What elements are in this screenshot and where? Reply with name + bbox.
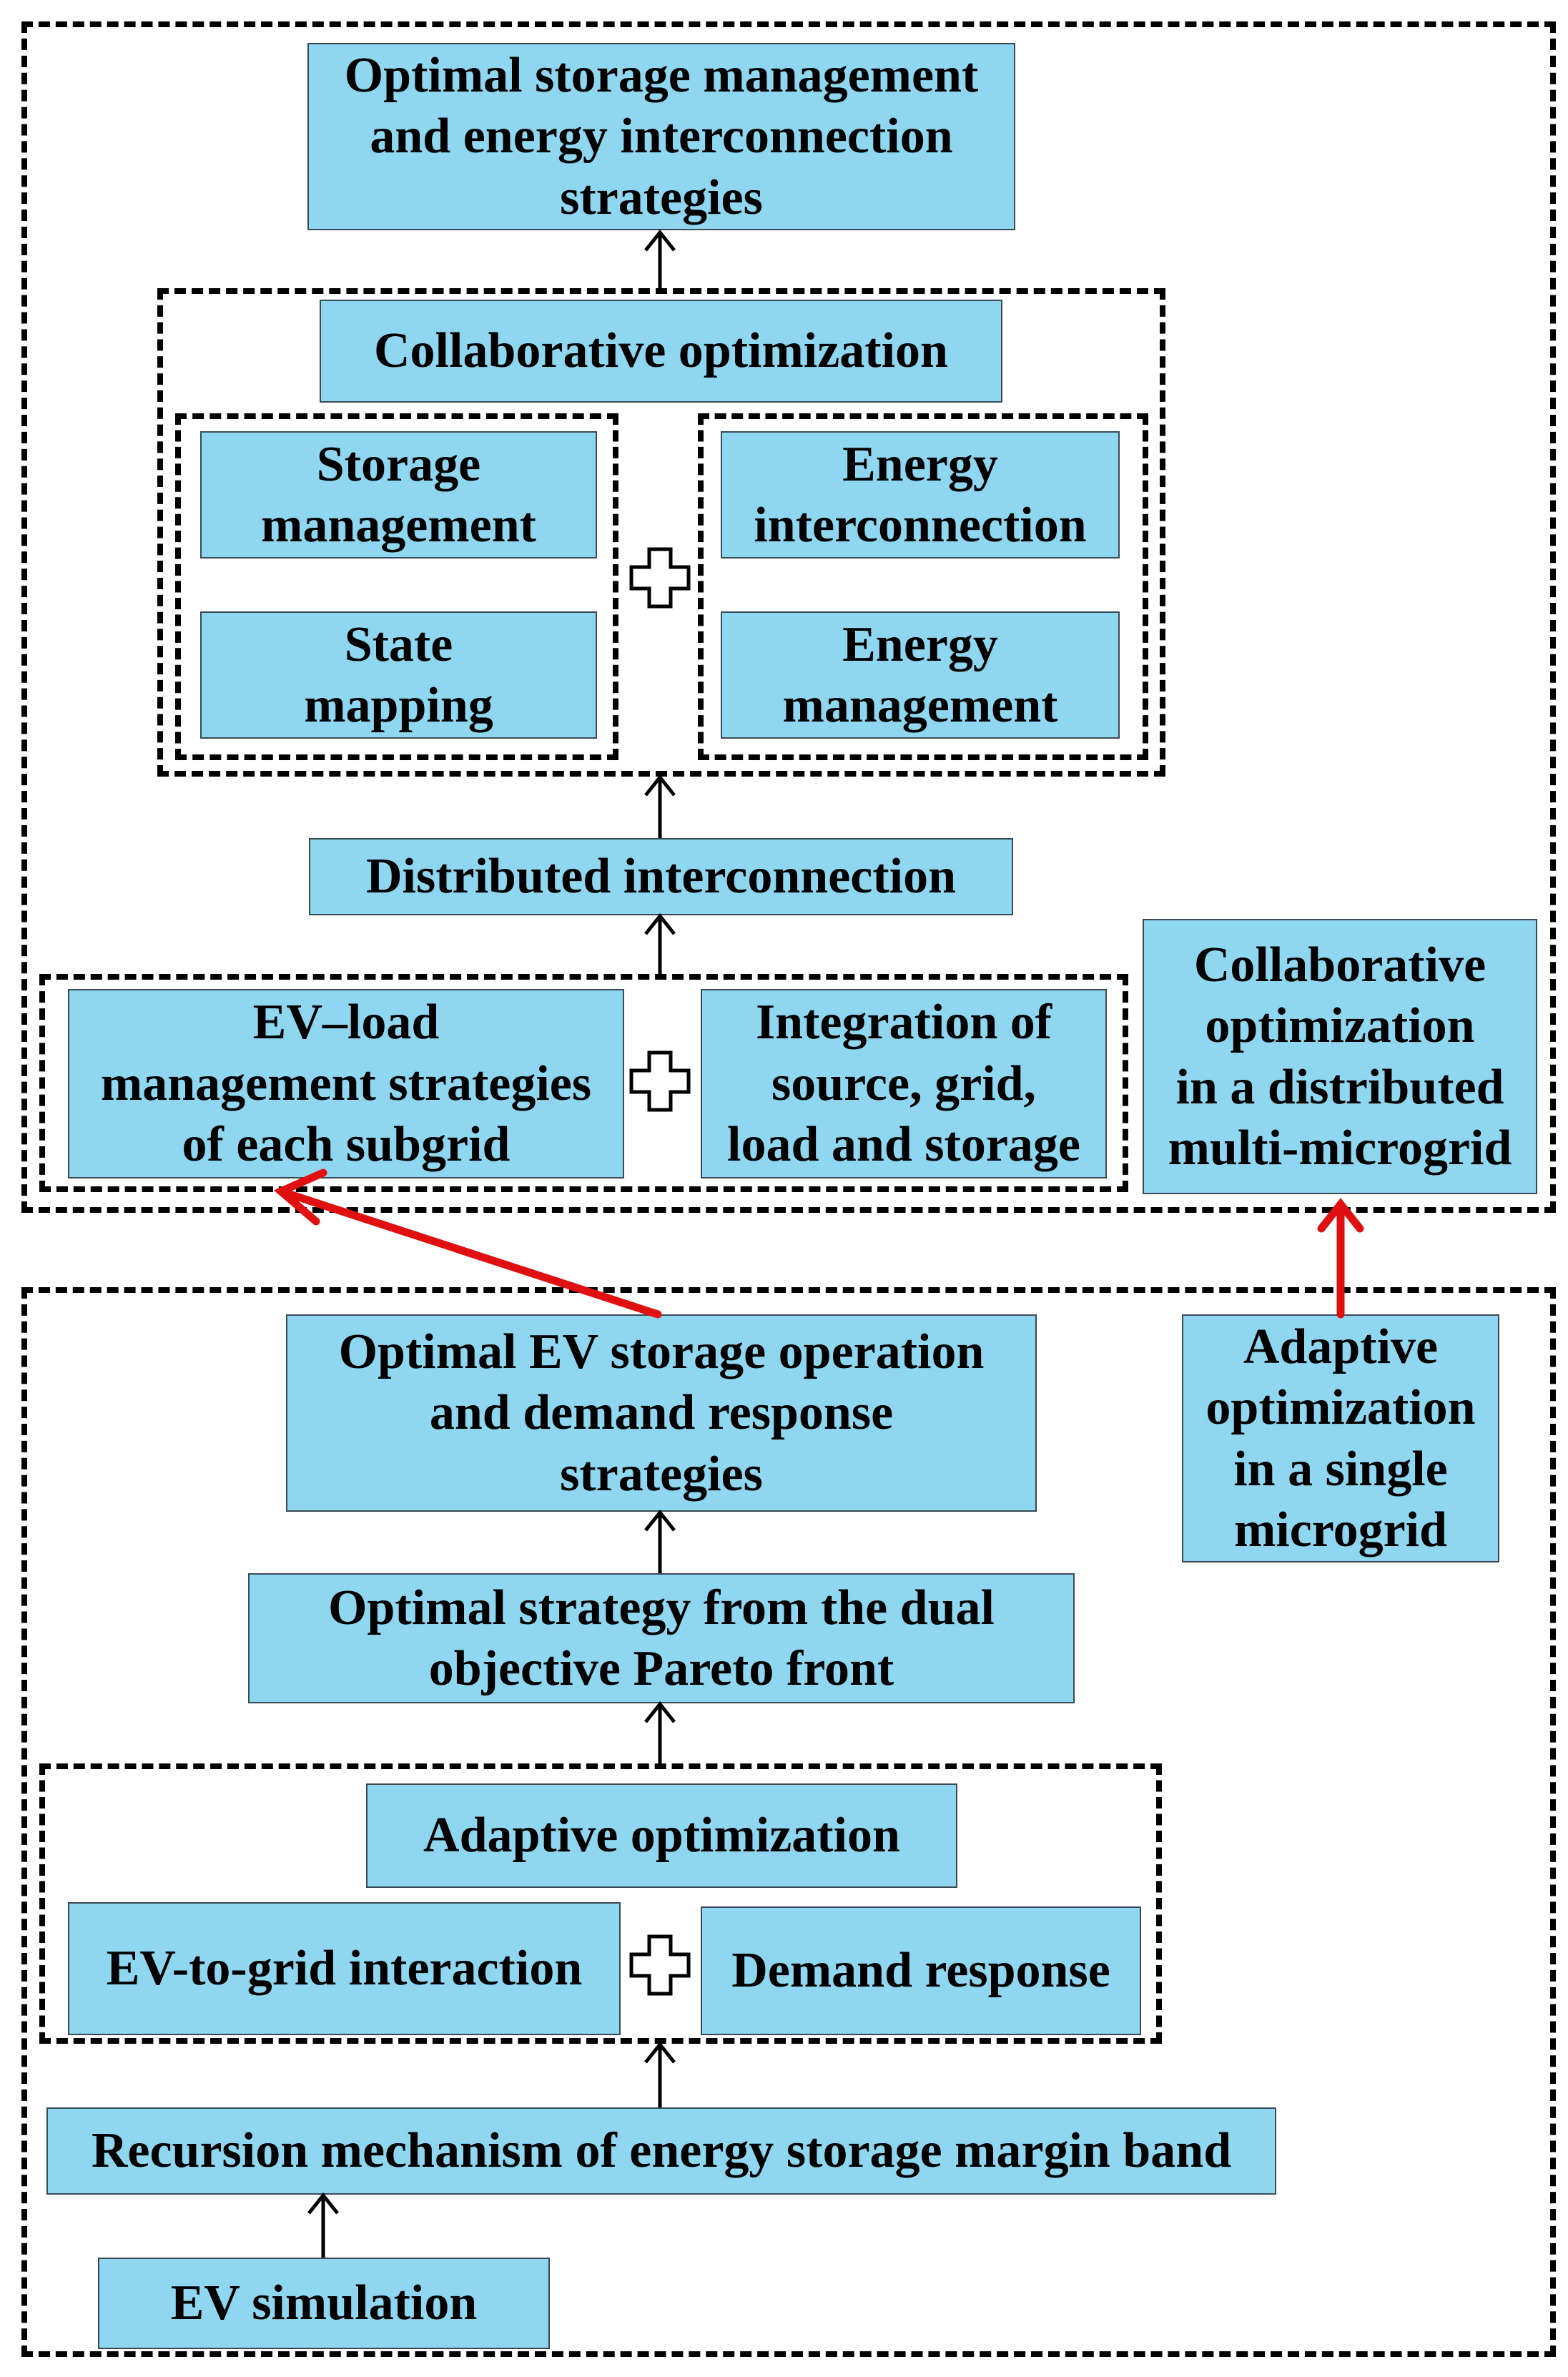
ev-integration-group-frame: [39, 974, 1128, 1192]
ev-to-grid-interaction-box: EV-to-grid interaction: [68, 1902, 621, 2035]
recursion-mechanism-box: Recursion mechanism of energy storage ma…: [46, 2107, 1276, 2195]
energy-management-box: Energy management: [721, 611, 1120, 739]
single-microgrid-label-box: Adaptive optimization in a single microg…: [1182, 1314, 1499, 1562]
output-storage-interconnection-box: Optimal storage management and energy in…: [307, 43, 1015, 230]
distributed-interconnection-box: Distributed interconnection: [309, 838, 1013, 915]
pareto-strategy-box: Optimal strategy from the dual objective…: [248, 1573, 1075, 1703]
left-subgroup-frame: [175, 413, 618, 760]
output-ev-storage-box: Optimal EV storage operation and demand …: [286, 1314, 1037, 1512]
integration-box: Integration of source, grid, load and st…: [701, 989, 1107, 1178]
collaborative-optimization-box: Collaborative optimization: [320, 300, 1002, 403]
distributed-multi-microgrid-label-box: Collaborative optimization in a distribu…: [1143, 919, 1537, 1194]
bottom-section-frame: [21, 1287, 1556, 2357]
right-subgroup-frame: [698, 413, 1148, 760]
adaptive-group-frame: [39, 1763, 1162, 2044]
adaptive-optimization-box: Adaptive optimization: [366, 1783, 957, 1888]
demand-response-box: Demand response: [701, 1906, 1141, 2035]
collaborative-group-frame: [157, 288, 1165, 777]
ev-simulation-box: EV simulation: [98, 2258, 550, 2349]
storage-management-box: Storage management: [200, 431, 597, 558]
energy-interconnection-box: Energy interconnection: [721, 431, 1120, 558]
state-mapping-box: State mapping: [200, 611, 597, 739]
ev-load-management-box: EV–load management strategies of each su…: [68, 989, 624, 1178]
top-section-frame: [21, 21, 1556, 1213]
